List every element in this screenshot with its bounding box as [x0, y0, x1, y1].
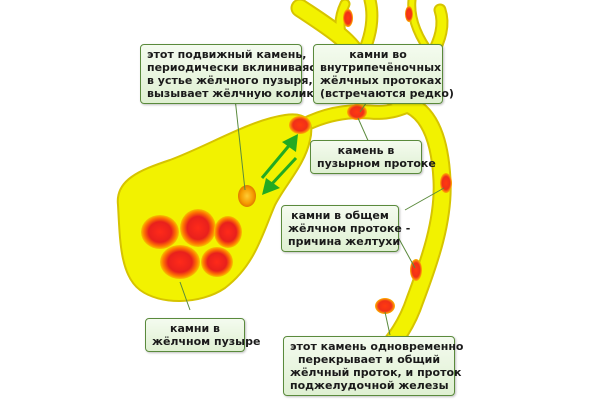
label-line: поджелудочной железы	[290, 379, 449, 392]
label-gallbladder: камни в жёлчном пузыре	[145, 318, 261, 352]
label-line: перекрывает и общий	[297, 353, 441, 366]
double-arrow-icon	[260, 134, 298, 195]
label-mobile-stone: этот подвижный камень, периодически вкли…	[140, 44, 323, 104]
label-line: камни в общем	[291, 209, 389, 222]
stone-intrahepatic-2	[405, 6, 413, 22]
label-line: (встречаются редко)	[320, 87, 454, 100]
stone-common-1	[440, 173, 452, 193]
label-line: этот камень одновременно	[290, 340, 464, 353]
label-line: внутрипечёночных	[320, 61, 442, 74]
stone-intrahepatic-1	[343, 9, 353, 27]
stone-cystic-duct	[347, 104, 367, 120]
label-line: жёлчном пузыре	[152, 335, 261, 348]
label-line: камень в	[337, 144, 395, 157]
label-line: камни во	[349, 48, 407, 61]
stone-4	[160, 245, 200, 279]
stone-6	[238, 185, 256, 207]
stone-ampulla	[375, 298, 395, 314]
label-pancreatic: этот камень одновременно перекрывает и о…	[283, 336, 464, 396]
stone-2	[180, 209, 216, 247]
label-line: жёлчных протоках	[320, 74, 442, 87]
label-line: жёлчный проток, и проток	[290, 366, 462, 379]
label-cystic-duct: камень в пузырном протоке	[310, 140, 436, 174]
stone-5	[201, 247, 233, 277]
label-line: в устье жёлчного пузыря,	[147, 74, 313, 87]
label-line: этот подвижный камень,	[147, 48, 307, 61]
label-line: камни в	[170, 322, 220, 335]
stone-1	[141, 215, 179, 249]
label-intrahepatic: камни во внутрипечёночных жёлчных проток…	[313, 44, 454, 104]
label-line: вызывает жёлчную колику	[147, 87, 322, 100]
label-line: пузырном протоке	[317, 157, 436, 170]
label-line: периодически вклиниваясь	[147, 61, 323, 74]
label-line: причина желтухи	[288, 235, 401, 248]
label-common-duct: камни в общем жёлчном протоке - причина …	[281, 205, 411, 252]
label-line: жёлчном протоке -	[288, 222, 411, 235]
duct-stones	[289, 6, 452, 314]
gallbladder-stones	[141, 185, 256, 279]
stone-3	[214, 216, 242, 248]
stone-gallbladder-neck	[289, 116, 311, 134]
